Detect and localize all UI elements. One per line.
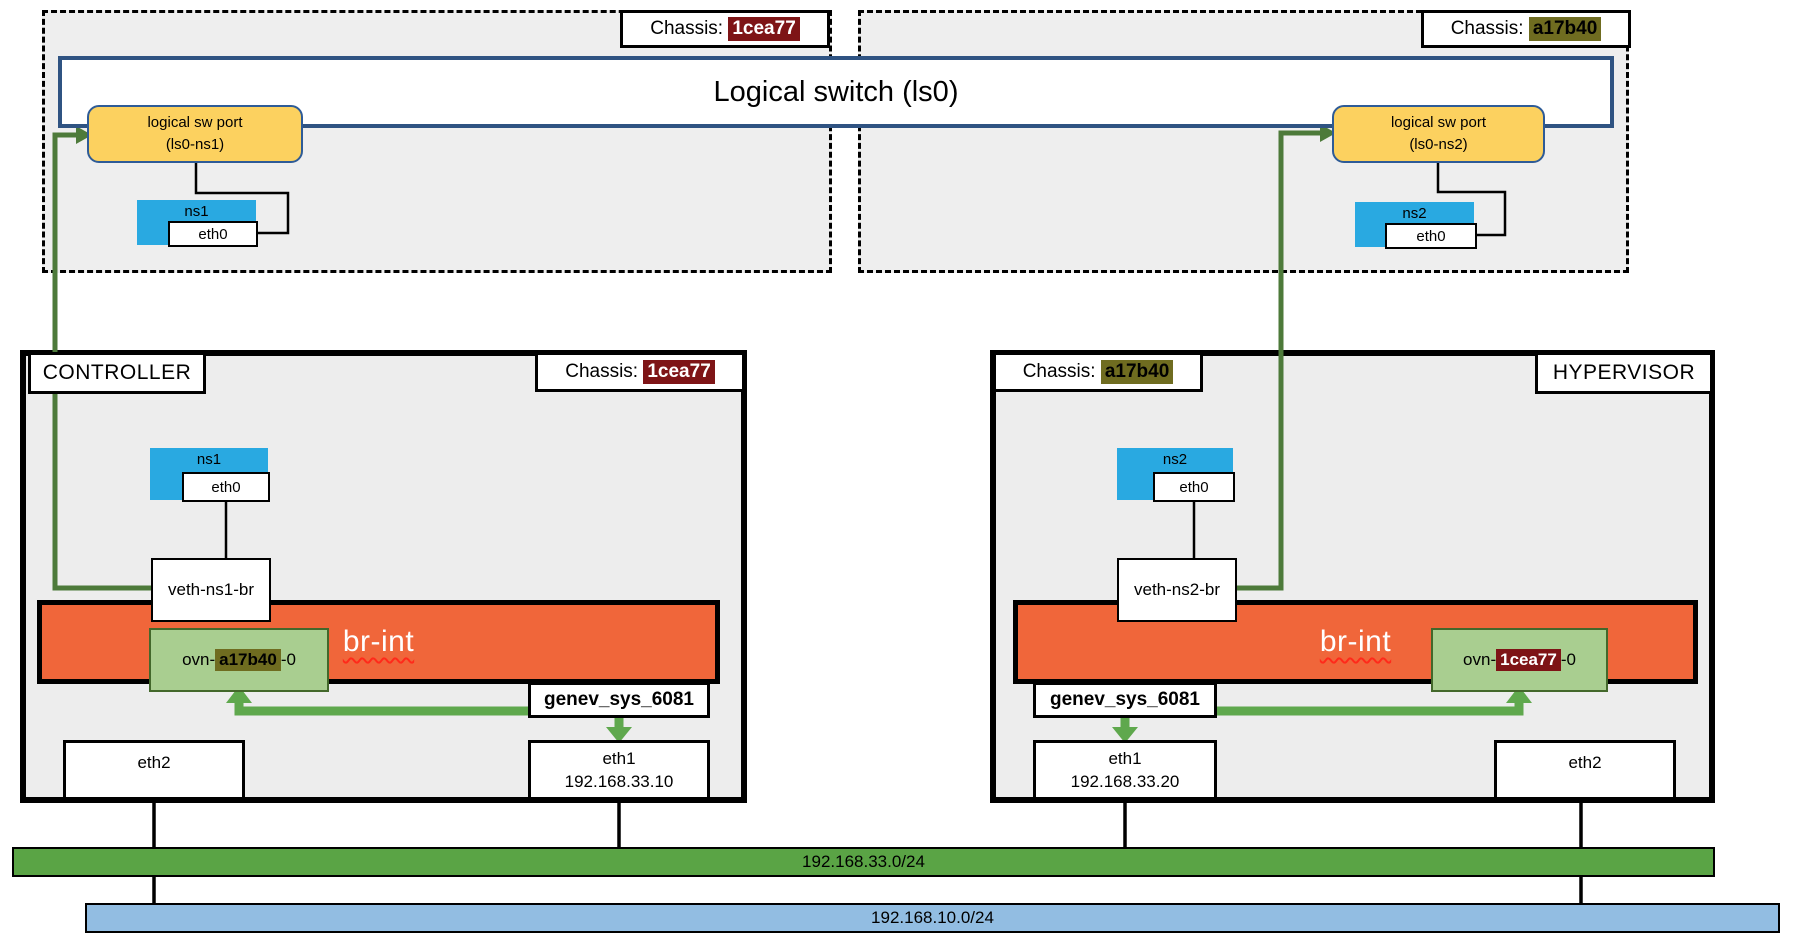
hypervisor-ns2-label: ns2: [1162, 451, 1188, 468]
controller-ns1-eth0-label: eth0: [211, 478, 241, 496]
controller-eth1-label: eth1: [602, 749, 636, 768]
hypervisor-ovn-id: 1cea77: [1496, 649, 1561, 671]
chassis-zone-right-id: a17b40: [1528, 17, 1602, 41]
ns1-top-eth0-label: eth0: [198, 225, 228, 243]
controller-title: CONTROLLER: [28, 352, 206, 394]
hypervisor-ovn-prefix: ovn-: [1463, 650, 1497, 669]
controller-genev-box: genev_sys_6081: [528, 682, 710, 718]
controller-ovn-prefix: ovn-: [182, 650, 216, 669]
hypervisor-chassis-id: a17b40: [1100, 360, 1174, 384]
arrowhead-port-right: [1320, 124, 1336, 142]
controller-eth2-label: eth2: [137, 753, 171, 772]
management-network-label: 192.168.10.0/24: [871, 908, 994, 927]
hypervisor-eth1-ip: 192.168.33.20: [1070, 771, 1180, 791]
controller-eth2-box: eth2: [63, 740, 245, 800]
port-left-line1: logical sw port: [147, 114, 243, 132]
chassis-zone-right-prefix: Chassis:: [1450, 18, 1529, 39]
hypervisor-eth2-label: eth2: [1568, 753, 1602, 772]
controller-chassis-prefix: Chassis:: [565, 361, 644, 382]
hypervisor-eth2-box: eth2: [1494, 740, 1676, 800]
hypervisor-title-text: HYPERVISOR: [1552, 361, 1696, 384]
arrowhead-ovn-left: [226, 686, 252, 703]
chassis-label-zone-right: Chassis: a17b40: [1421, 10, 1631, 48]
port-left-line2: (ls0-ns1): [165, 136, 225, 153]
controller-ovn-suffix: -0: [280, 650, 296, 669]
arrow-genev-to-ovn-left: [234, 700, 528, 716]
controller-ns1-eth0: eth0: [182, 472, 270, 502]
hypervisor-ns2-eth0: eth0: [1153, 472, 1235, 502]
ns2-top-eth0-label: eth0: [1416, 227, 1446, 245]
hypervisor-genev-label: genev_sys_6081: [1049, 689, 1200, 710]
port-right-line1: logical sw port: [1390, 114, 1487, 132]
hypervisor-ovn-port: ovn-1cea77-0: [1431, 628, 1608, 692]
chassis-label-zone-left: Chassis: 1cea77: [620, 10, 830, 48]
management-network-bar: 192.168.10.0/24: [85, 903, 1780, 933]
ns1-top-label: ns1: [184, 203, 209, 220]
hypervisor-br-int-label: br-int: [1319, 625, 1392, 658]
arrow-genev-to-ovn-right: [1217, 700, 1524, 716]
controller-veth-box: veth-ns1-br: [151, 558, 271, 622]
controller-chassis-label: Chassis: 1cea77: [535, 352, 745, 392]
hypervisor-chassis-prefix: Chassis:: [1022, 361, 1101, 382]
controller-chassis-id: 1cea77: [643, 360, 715, 384]
hypervisor-ns2-eth0-label: eth0: [1179, 478, 1209, 496]
ns2-top-eth0: eth0: [1385, 223, 1477, 249]
arrowhead-port-left: [76, 126, 92, 144]
controller-eth1-ip: 192.168.33.10: [564, 771, 674, 791]
controller-veth-label: veth-ns1-br: [168, 580, 254, 599]
controller-title-text: CONTROLLER: [42, 361, 192, 384]
chassis-zone-left-id: 1cea77: [728, 17, 800, 41]
logical-port-ls0-ns2: logical sw port (ls0-ns2): [1332, 105, 1545, 163]
arrow-veth-ns2-to-port: [1237, 130, 1322, 591]
controller-eth1-box: eth1 192.168.33.10: [528, 740, 710, 800]
hypervisor-veth-label: veth-ns2-br: [1134, 580, 1220, 599]
controller-ovn-id: a17b40: [215, 649, 281, 671]
controller-ovn-port: ovn-a17b40-0: [149, 628, 329, 692]
tunnel-network-label: 192.168.33.0/24: [802, 852, 925, 871]
hypervisor-veth-box: veth-ns2-br: [1117, 558, 1237, 622]
hypervisor-ovn-suffix: -0: [1560, 650, 1576, 669]
hypervisor-chassis-label: Chassis: a17b40: [993, 352, 1203, 392]
hypervisor-genev-box: genev_sys_6081: [1033, 682, 1217, 718]
tunnel-network-bar: 192.168.33.0/24: [12, 847, 1715, 877]
controller-ns1-label: ns1: [196, 451, 222, 468]
arrowhead-ovn-right: [1506, 686, 1532, 703]
wire-port-right-to-eth0: [1436, 163, 1507, 237]
controller-br-int-label: br-int: [342, 625, 415, 658]
hypervisor-eth1-label: eth1: [1108, 749, 1142, 768]
controller-genev-label: genev_sys_6081: [543, 689, 694, 710]
arrowhead-eth1-left: [606, 727, 632, 743]
hypervisor-eth1-box: eth1 192.168.33.20: [1033, 740, 1217, 800]
logical-switch-title: Logical switch (ls0): [713, 75, 959, 108]
ns1-top-eth0: eth0: [168, 221, 258, 247]
arrowhead-eth1-right: [1112, 727, 1138, 743]
ns2-top-label: ns2: [1402, 205, 1427, 222]
hypervisor-title: HYPERVISOR: [1535, 352, 1713, 394]
chassis-zone-left-prefix: Chassis:: [650, 18, 729, 39]
hypervisor-box: [990, 350, 1715, 803]
logical-port-ls0-ns1: logical sw port (ls0-ns1): [87, 105, 303, 163]
wire-port-left-to-eth0: [194, 163, 290, 235]
port-right-line2: (ls0-ns2): [1409, 136, 1468, 153]
